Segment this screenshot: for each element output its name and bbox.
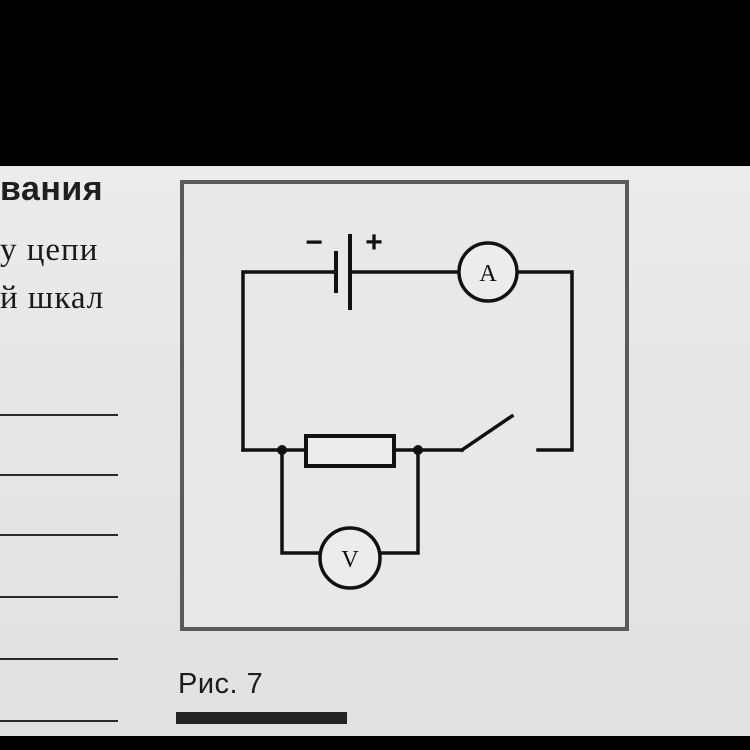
junction-right bbox=[413, 445, 423, 455]
answer-line-1 bbox=[0, 414, 118, 416]
figure-frame bbox=[180, 180, 629, 631]
answer-line-6 bbox=[0, 720, 118, 722]
battery-minus-sign: − bbox=[305, 226, 323, 259]
answer-line-5 bbox=[0, 658, 118, 660]
switch-lever bbox=[459, 413, 515, 453]
bottom-shadow bbox=[0, 736, 750, 750]
junction-left bbox=[277, 445, 287, 455]
answer-line-3 bbox=[0, 534, 118, 536]
caption-underline-bar bbox=[176, 712, 347, 724]
wire-voltmeter-left bbox=[280, 448, 320, 555]
text-line-1: у цепи bbox=[0, 232, 99, 268]
battery-plus-sign: + bbox=[365, 226, 383, 259]
ammeter-label: A bbox=[479, 261, 497, 287]
voltmeter-label: V bbox=[341, 547, 359, 573]
answer-line-2 bbox=[0, 474, 118, 476]
answer-line-4 bbox=[0, 596, 118, 598]
ammeter bbox=[457, 241, 519, 303]
section-heading-fragment: вания bbox=[0, 170, 104, 208]
wire-voltmeter-right bbox=[380, 448, 420, 555]
voltmeter bbox=[318, 526, 382, 590]
resistor bbox=[304, 434, 396, 468]
wire-top-left bbox=[241, 270, 338, 452]
figure-caption: Рис. 7 bbox=[178, 668, 264, 700]
wire-top-right bbox=[515, 270, 574, 452]
text-line-2: й шкал bbox=[0, 280, 105, 316]
